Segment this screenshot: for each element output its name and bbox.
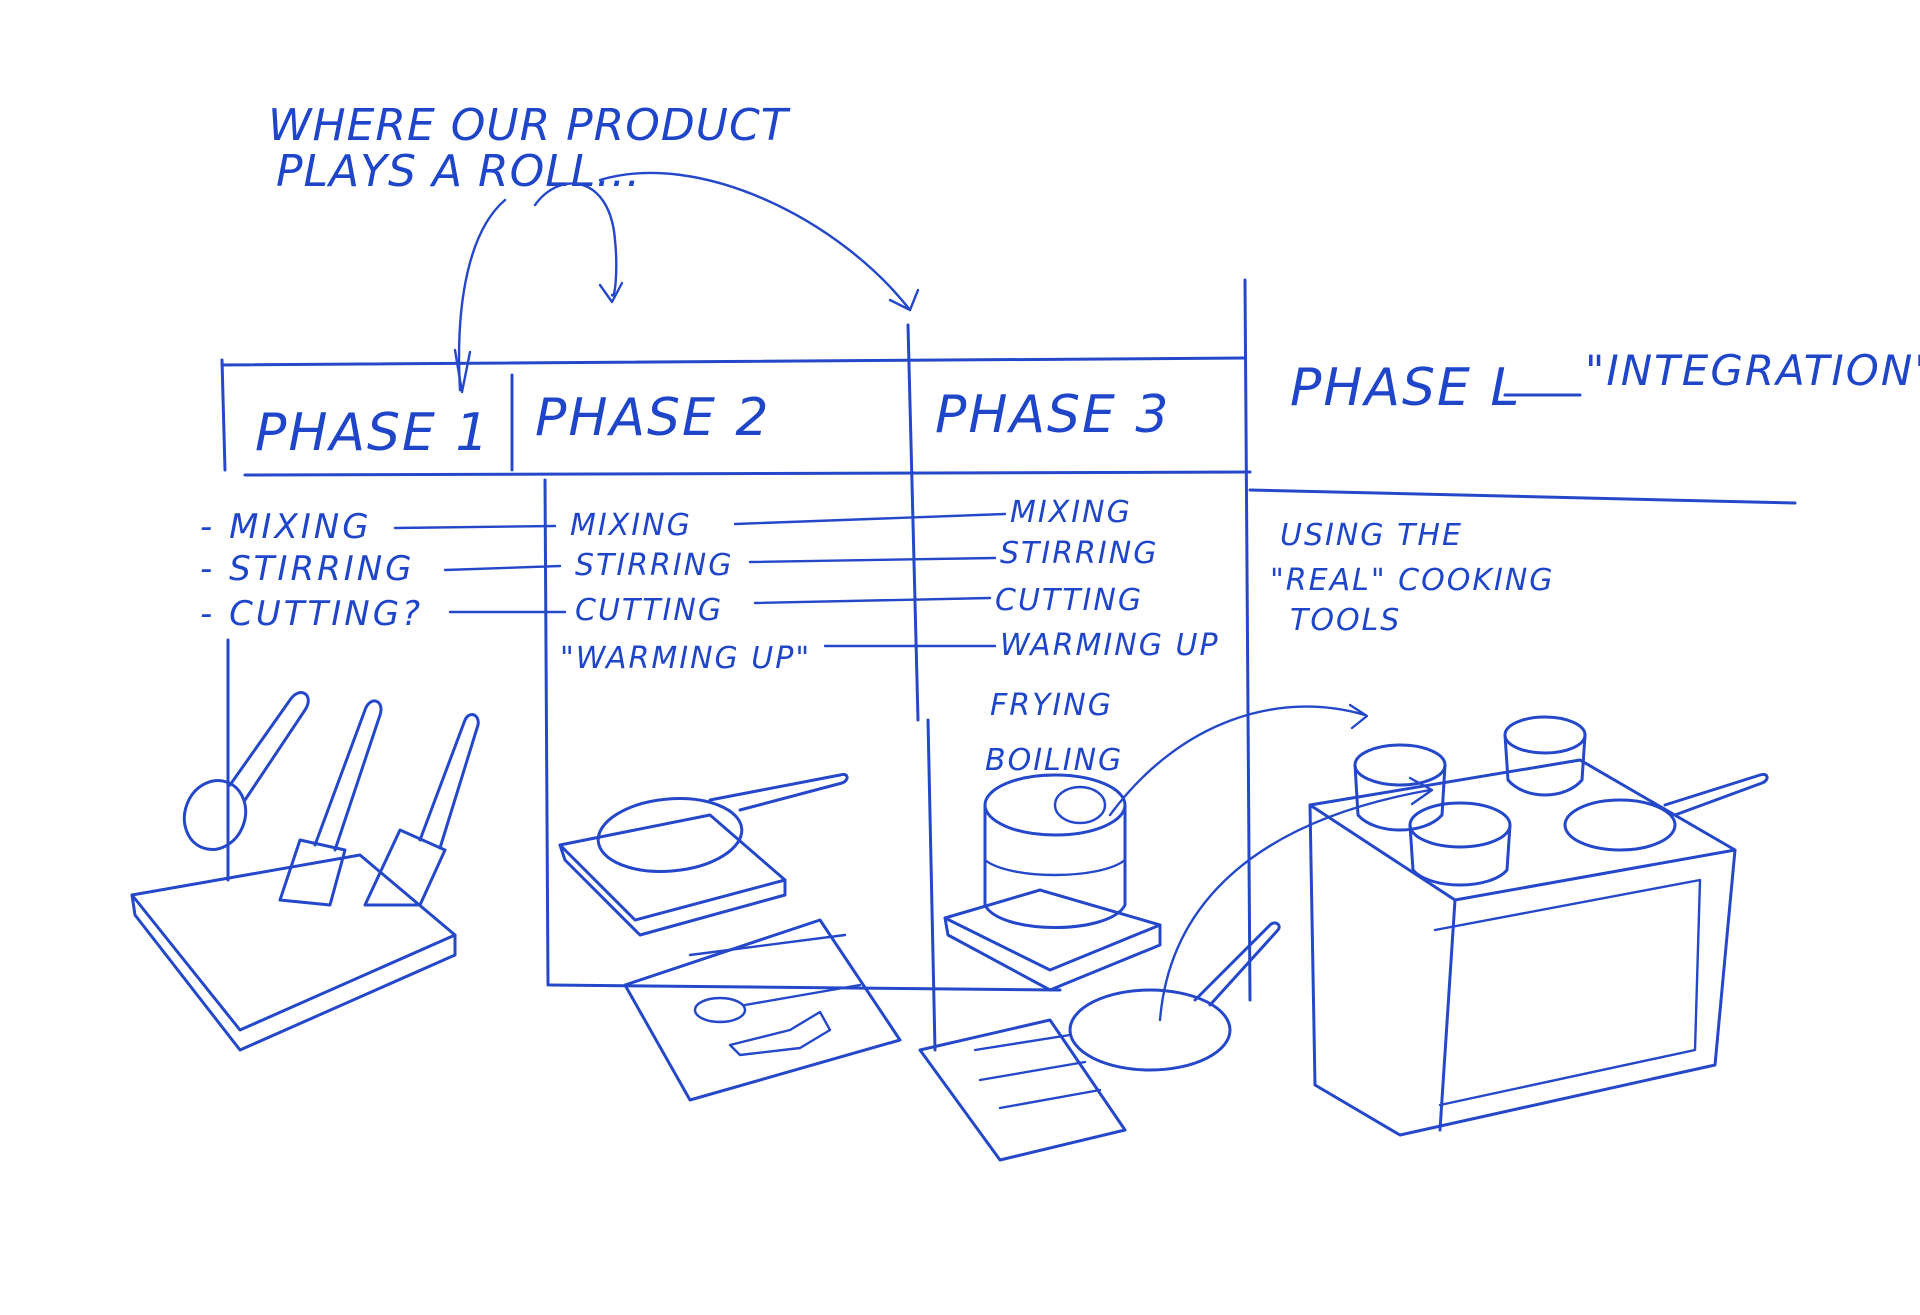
utensil-tray-phase-2-icon xyxy=(623,918,902,1102)
cutting-board-with-utensils-icon xyxy=(130,691,480,1052)
phase-1-item-mixing: - MIXING xyxy=(200,507,372,547)
pot-burner-edge xyxy=(943,916,1162,992)
cutting-board-edge xyxy=(130,893,457,1052)
stove-with-pots-icon xyxy=(1308,715,1769,1137)
pot-lid-knob xyxy=(1053,785,1107,825)
stove-pot-1-body xyxy=(1353,763,1447,832)
frying-pan-phase-3-icon xyxy=(1068,921,1281,1072)
connector-mixing-2-3 xyxy=(733,512,1007,526)
phase-L-subtitle: "INTEGRATION" xyxy=(1585,346,1920,395)
spoon-handle xyxy=(228,691,310,802)
phase-L-note-line-2: "REAL" COOKING xyxy=(1270,563,1555,598)
phase-table xyxy=(220,278,1797,1052)
phase-3-L-divider xyxy=(1243,278,1252,1002)
arrowhead-phase-1 xyxy=(453,348,472,394)
tray-utensil-1 xyxy=(688,933,847,957)
phase-1-item-stirring: - STIRRING xyxy=(200,549,415,589)
phase-L-note-line-3: TOOLS xyxy=(1290,603,1401,638)
phase-3-header: PHASE 3 xyxy=(935,385,1171,445)
utensil-tray-3 xyxy=(918,1018,1127,1162)
connector-lines xyxy=(393,512,1007,648)
phase-2-item-cutting: CUTTING xyxy=(575,593,723,628)
spatula-handle xyxy=(313,699,383,852)
table-left-border xyxy=(220,358,227,472)
title-line-2: PLAYS A ROLL... xyxy=(276,146,641,197)
stove-pan-handle xyxy=(1663,772,1769,817)
connector-stirring-1-2 xyxy=(443,564,562,572)
stove-pan-rim xyxy=(1563,798,1677,852)
cutting-board xyxy=(130,853,457,1032)
pan-handle xyxy=(708,772,849,812)
phase-1-item-cutting: - CUTTING? xyxy=(200,594,423,634)
spoon-bowl xyxy=(182,779,248,851)
arrowhead-phase-2 xyxy=(598,281,624,304)
phase-2-left-line xyxy=(543,478,550,987)
tray3-utensil-1 xyxy=(973,1033,1072,1052)
connector-mixing-1-2 xyxy=(393,524,557,530)
tray-ladle xyxy=(693,996,747,1024)
bottom-line xyxy=(548,983,1062,992)
title-arrows xyxy=(453,171,920,394)
tray3-utensil-2 xyxy=(978,1060,1087,1082)
phase-L-header: PHASE L xyxy=(1290,358,1521,418)
phase-3-item-mixing: MIXING xyxy=(1010,495,1132,530)
arrow-to-phase-2 xyxy=(533,182,618,297)
table-header-line xyxy=(243,470,1252,477)
pan-on-burner-icon xyxy=(558,772,849,937)
tray-knife xyxy=(728,1010,832,1057)
arrow-to-phase-3 xyxy=(598,171,912,312)
phase-3-item-stirring: STIRRING xyxy=(1000,536,1158,571)
stove-pot-2-rim xyxy=(1503,715,1587,755)
knife-handle xyxy=(418,713,480,850)
phase-3-item-boiling: BOILING xyxy=(985,743,1123,778)
connector-stirring-2-3 xyxy=(748,556,997,564)
phase-3-left-line xyxy=(926,718,937,1052)
phase-3-item-warming-up: WARMING UP xyxy=(1000,628,1220,663)
phase-2-3-divider xyxy=(906,323,920,722)
spatula-blade xyxy=(278,838,347,907)
utensil-tray-phase-3-icon xyxy=(918,1018,1127,1162)
stove-pot-3-body xyxy=(1408,823,1512,887)
stove-front-edge xyxy=(1438,898,1457,1132)
frying-pan-handle xyxy=(1193,921,1281,1007)
arrowhead-phase-3 xyxy=(888,288,920,312)
phase-3-item-frying: FRYING xyxy=(990,688,1113,723)
pot-body xyxy=(983,803,1127,929)
title-line-1: WHERE OUR PRODUCT xyxy=(268,100,791,151)
connector-cutting-2-3 xyxy=(753,596,992,605)
integration-arrows xyxy=(1108,703,1434,1022)
tray-utensil-2 xyxy=(743,983,862,1007)
frying-pan xyxy=(1068,988,1232,1072)
tray3-utensil-3 xyxy=(998,1088,1102,1110)
phase-2-item-mixing: MIXING xyxy=(570,508,692,543)
burner-plate-edge xyxy=(558,843,787,937)
table-top-line xyxy=(220,356,1247,367)
arrow-pot-to-stove xyxy=(1108,705,1367,817)
phase-2-item-stirring: STIRRING xyxy=(575,548,733,583)
phase-1-header: PHASE 1 xyxy=(255,403,491,463)
utensil-tray xyxy=(623,918,902,1102)
stock-pot-on-burner-icon xyxy=(943,773,1162,992)
phase-2-item-warming-up: "WARMING UP" xyxy=(560,641,811,676)
phase-2-header: PHASE 2 xyxy=(535,388,771,448)
stove-pot-1-rim xyxy=(1353,743,1447,787)
knife-blade xyxy=(363,828,447,907)
table-header-line-extension xyxy=(1248,488,1797,505)
pan xyxy=(596,797,744,873)
arrowhead-pot-to-stove xyxy=(1348,703,1369,730)
stove-pot-2-body xyxy=(1503,733,1587,797)
arrow-to-phase-1 xyxy=(457,198,507,392)
phase-L-note-line-1: USING THE xyxy=(1280,518,1463,553)
pot-band xyxy=(983,858,1127,877)
stove-body xyxy=(1308,803,1737,1137)
stove-door xyxy=(1433,878,1702,1107)
arrow-pan-to-stove xyxy=(1158,788,1432,1022)
phase-3-item-cutting: CUTTING xyxy=(995,583,1143,618)
